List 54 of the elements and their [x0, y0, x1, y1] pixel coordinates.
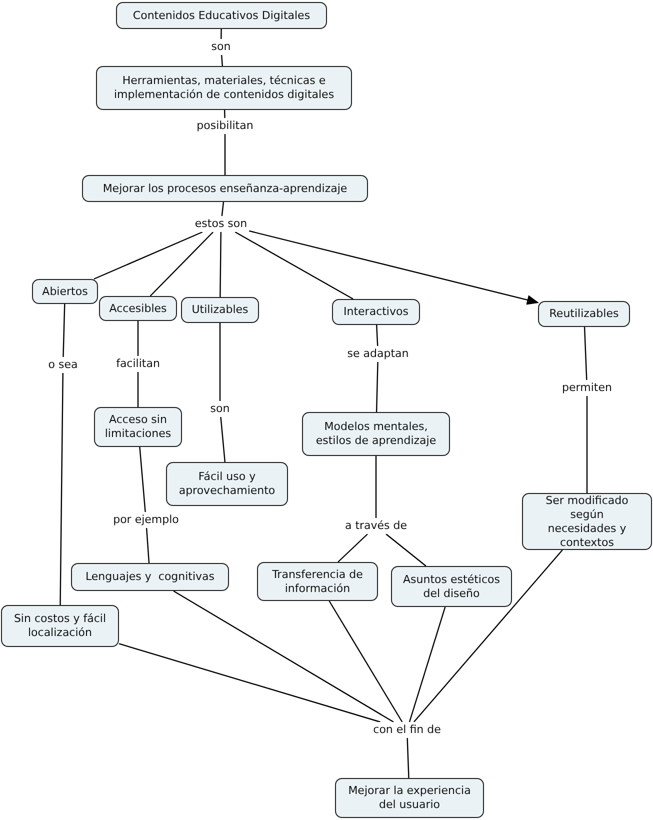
connector-line	[62, 304, 66, 358]
connector-line	[375, 456, 377, 518]
connector-line	[376, 324, 378, 346]
concept-box: Modelos mentales, estilos de aprendizaje	[302, 412, 450, 456]
connector-line	[234, 231, 354, 300]
concept-box: Ser modificado según necesidades y contextos	[522, 493, 652, 550]
linking-phrase: estos son	[192, 216, 250, 232]
connector-line	[376, 362, 378, 412]
connector-line	[408, 606, 446, 722]
concept-box: Transferencia de información	[257, 562, 378, 601]
connector-line	[146, 528, 150, 564]
connector-line	[137, 321, 139, 356]
concept-box: Asuntos estéticos del diseño	[391, 566, 512, 607]
connector-line	[584, 326, 588, 380]
concept-box: Lenguajes y cognitivas	[71, 563, 229, 591]
connector-line	[413, 550, 563, 722]
linking-phrase: se adaptan	[345, 346, 411, 362]
linking-phrase: permiten	[560, 380, 614, 396]
connector-line	[586, 396, 588, 493]
concept-box: Accesibles	[99, 296, 177, 321]
connector-line	[173, 590, 394, 723]
concept-box: Sin costos y fácil localización	[1, 605, 119, 647]
connector-line	[386, 534, 426, 566]
connector-line	[219, 323, 221, 401]
connector-line	[224, 134, 226, 175]
concept-box: Reutilizables	[538, 301, 630, 327]
connector-line	[94, 231, 203, 280]
concept-box: Herramientas, materiales, técnicas e implementación de contenidos digitales	[96, 66, 352, 110]
connector-line	[60, 373, 64, 605]
linking-phrase: a través de	[342, 518, 410, 534]
connector-line	[137, 372, 139, 407]
connector-line	[220, 29, 222, 40]
concept-box: Mejorar los procesos enseñanza-aprendizaje	[82, 175, 368, 202]
concept-box: Mejorar la experiencia del usuario	[335, 778, 484, 818]
concept-box: Interactivos	[332, 299, 420, 325]
connector-line	[220, 232, 222, 297]
connector-line	[221, 202, 224, 216]
linking-phrase: por ejemplo	[111, 512, 181, 528]
concept-box: Abiertos	[32, 279, 98, 304]
concept-box: Contenidos Educativos Digitales	[116, 2, 327, 29]
connector-line	[338, 534, 368, 562]
connector-line	[328, 600, 403, 722]
connector-line	[150, 232, 214, 296]
linking-phrase: posibilitan	[194, 118, 256, 134]
connector-line	[139, 446, 146, 512]
concept-box: Fácil uso y aprovechamiento	[166, 462, 288, 506]
connector-line	[118, 643, 380, 723]
connector-line	[406, 738, 410, 778]
connector-line	[224, 110, 226, 118]
connector-line	[220, 54, 223, 66]
arrow	[248, 230, 539, 305]
concept-box: Utilizables	[181, 297, 259, 323]
connector-line	[220, 416, 226, 462]
concept-box: Acceso sin limitaciones	[94, 407, 182, 447]
